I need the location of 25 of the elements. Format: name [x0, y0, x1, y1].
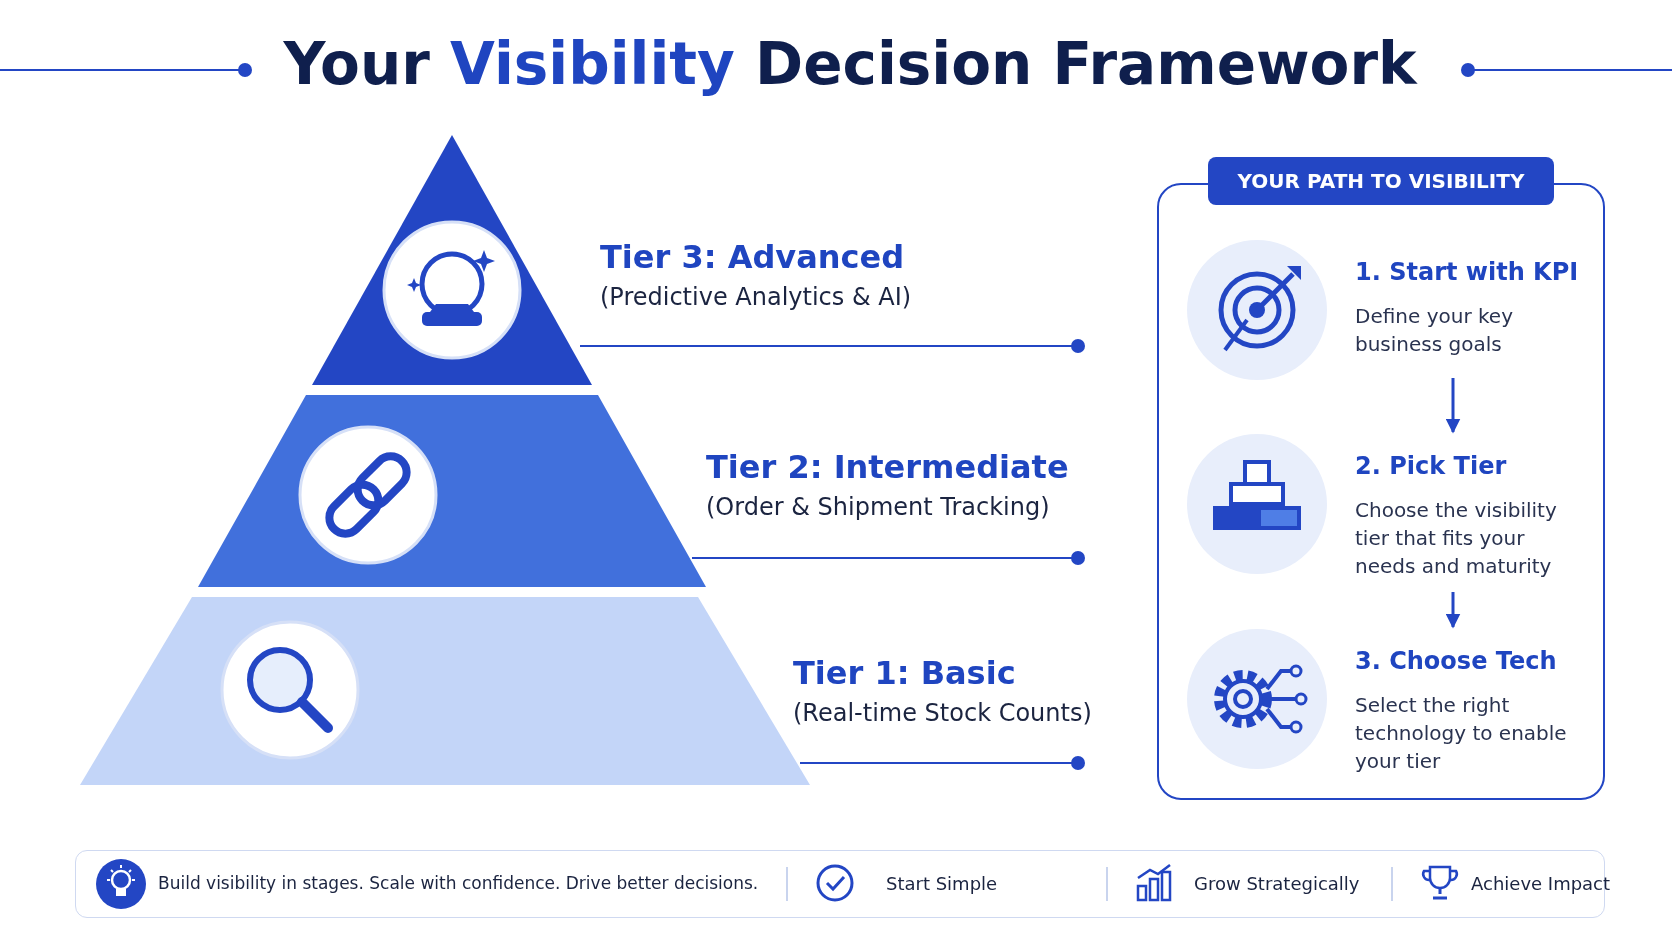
step-title: 2. Pick Tier [1355, 452, 1507, 480]
tier-title: Tier 2: Intermediate [706, 448, 1069, 486]
arrow [1445, 592, 1461, 629]
tier-subtitle: (Order & Shipment Tracking) [706, 493, 1050, 521]
panel-title-tab: YOUR PATH TO VISIBILITY [1208, 157, 1554, 205]
tier-title: Tier 1: Basic [793, 654, 1016, 692]
step-description: Define your key business goals [1355, 303, 1514, 358]
leader-line [691, 551, 1085, 565]
step-description: Select the right technology to enable your tier [1355, 692, 1568, 775]
leader-line [799, 756, 1085, 770]
leader-line [579, 339, 1085, 353]
pyramid-tier [198, 395, 706, 587]
tier-subtitle: (Real-time Stock Counts) [793, 699, 1092, 727]
pyramid-tier [312, 135, 592, 385]
step-title: 1. Start with KPI [1355, 258, 1579, 286]
title: Your Visibility Decision Framework [282, 30, 1419, 98]
tier-title: Tier 3: Advanced [600, 238, 905, 276]
tagline: Build visibility in stages. Scale with confidence. Drive better decisions. [158, 873, 759, 893]
benefit-label: Start Simple [886, 873, 998, 894]
benefit-label: Grow Strategically [1194, 873, 1360, 894]
tier-subtitle: (Predictive Analytics & AI) [600, 283, 912, 311]
step-description: Choose the visibility tier that fits your needs and maturity [1355, 497, 1558, 580]
step-title: 3. Choose Tech [1355, 647, 1557, 675]
arrow [1445, 378, 1461, 434]
benefit-label: Achieve Impact [1471, 873, 1611, 894]
